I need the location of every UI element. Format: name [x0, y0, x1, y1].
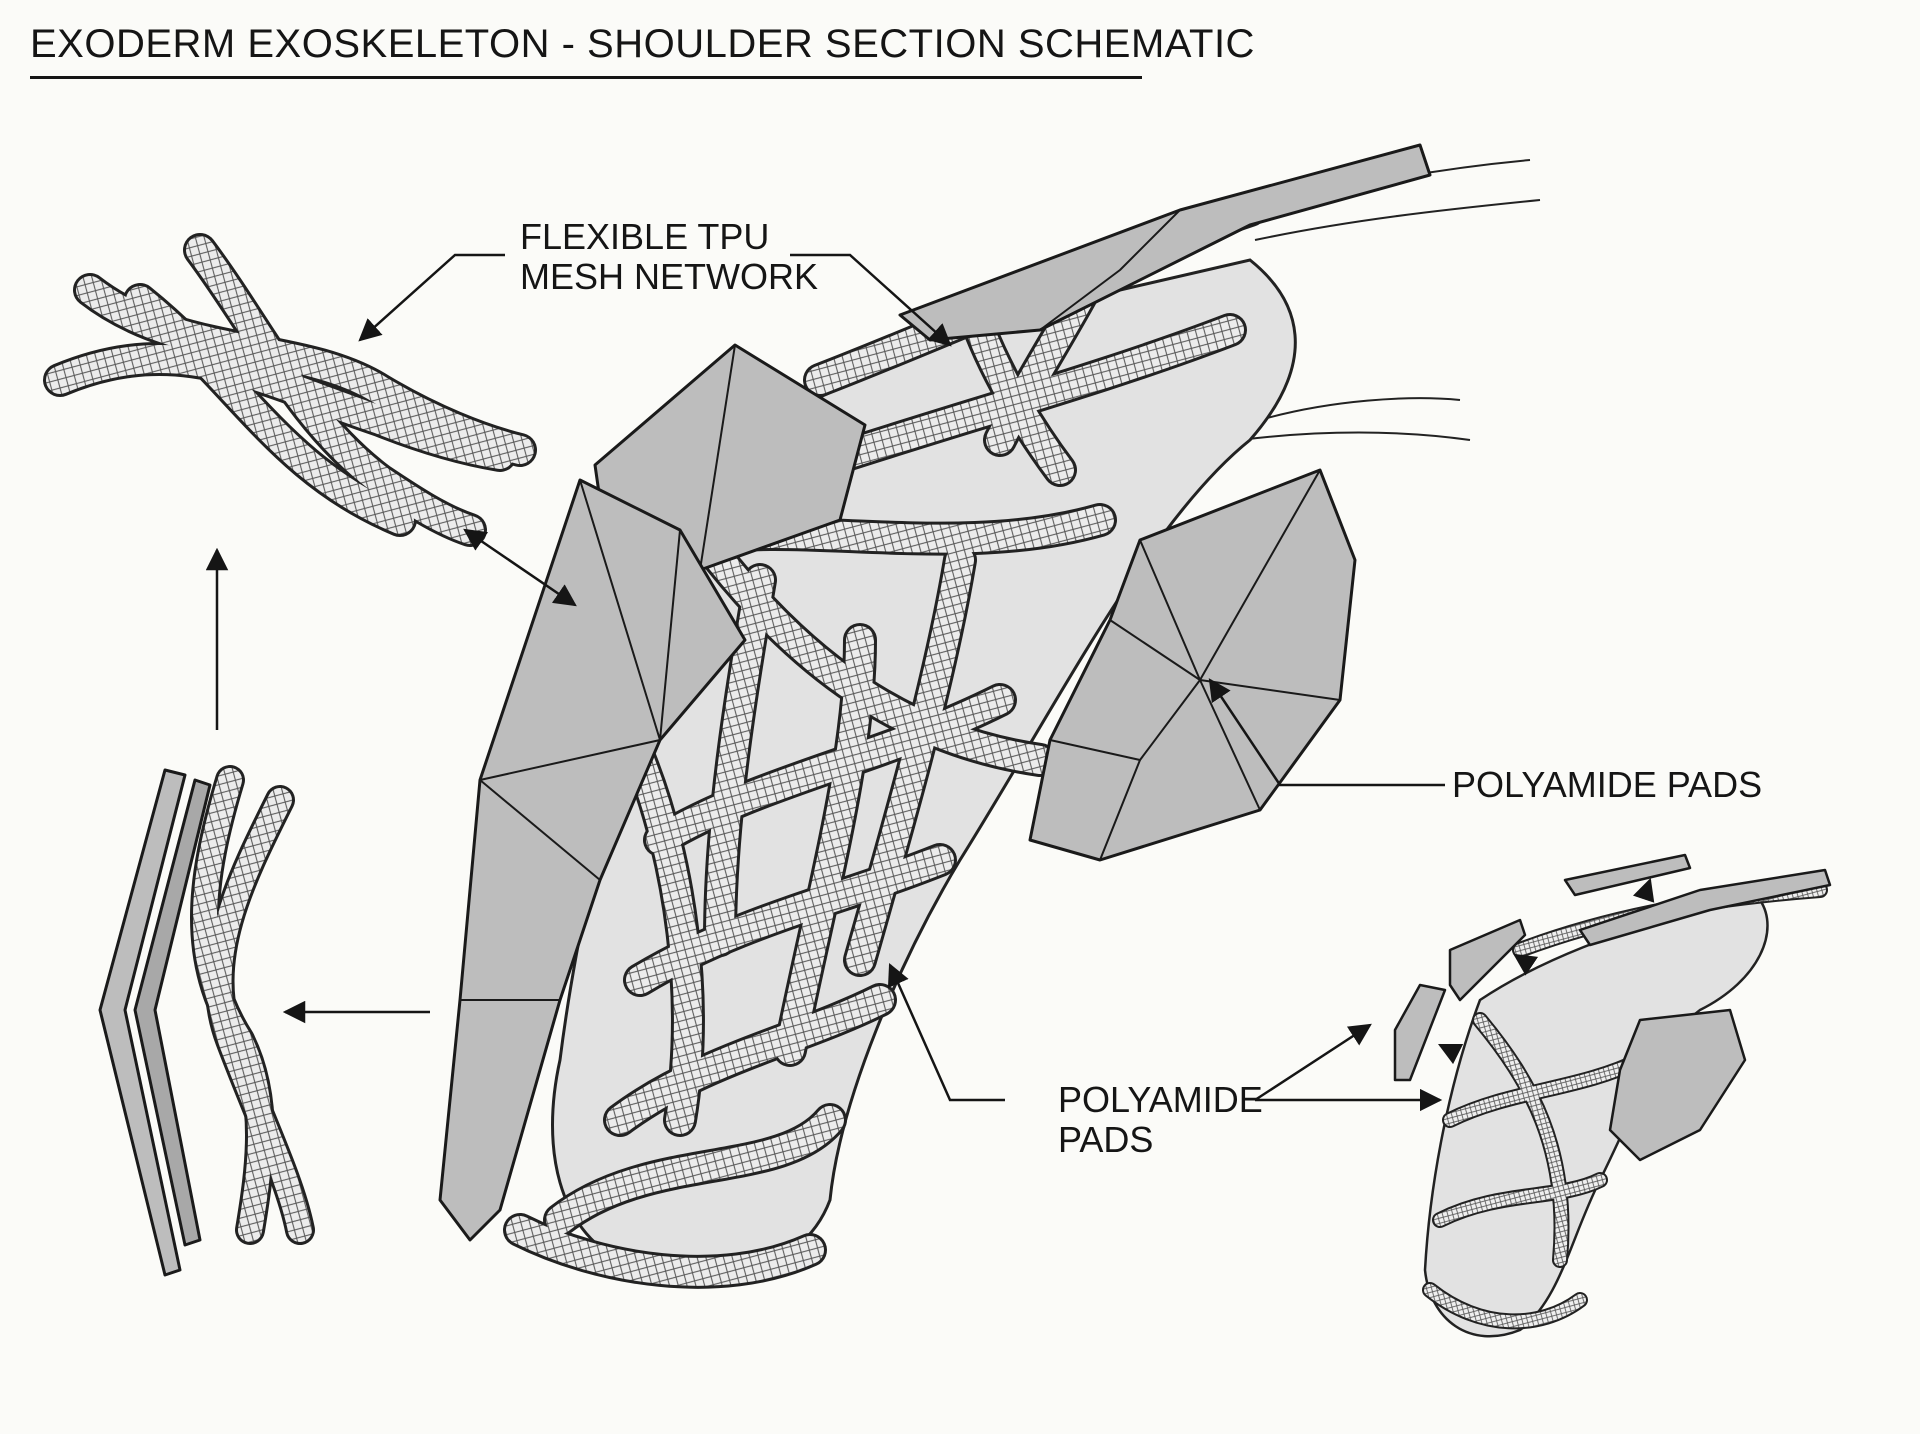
tpu-mesh-label-line2: MESH NETWORK	[520, 256, 819, 297]
title-underline	[30, 76, 1142, 79]
exploded-floating-pad-top	[1563, 853, 1692, 897]
main-shoulder-assembly	[438, 143, 1541, 1289]
left-side-pad	[438, 478, 747, 1242]
polyamide-lower-leader-main	[887, 962, 1005, 1102]
polyamide-lower-leader-exploded-a	[1254, 1023, 1372, 1102]
exploded-right-pad	[1608, 1008, 1747, 1162]
exploded-arrow-3	[1437, 1043, 1464, 1065]
exploded-top-plate	[1578, 868, 1832, 947]
polyamide-pads-label-lower: POLYAMIDE PADS	[1058, 1080, 1263, 1160]
closeup-link-arrow	[463, 528, 577, 607]
tpu-leader-left	[358, 253, 505, 342]
top-pad-plate	[898, 143, 1432, 342]
mesh-closeup-detail	[43, 233, 537, 547]
exploded-floating-pad-lower	[1393, 983, 1447, 1082]
section-profile-detail	[98, 765, 315, 1277]
polyamide-pads-label-lower-line1: POLYAMIDE	[1058, 1079, 1263, 1120]
polyamide-pads-label-upper: POLYAMIDE PADS	[1452, 764, 1763, 805]
right-polyamide-pad	[1028, 468, 1357, 862]
exploded-arrow-1	[1632, 877, 1655, 903]
polyamide-upper-leader	[1208, 678, 1445, 787]
leader-lines	[205, 253, 1655, 1112]
tpu-mesh-label: FLEXIBLE TPU MESH NETWORK	[520, 217, 818, 297]
tpu-mesh-label-line1: FLEXIBLE TPU	[520, 216, 770, 257]
page-title: EXODERM EXOSKELETON - SHOULDER SECTION S…	[30, 22, 1255, 66]
tpu-leader-right	[790, 253, 952, 347]
exploded-view-detail	[1393, 853, 1832, 1338]
exploded-arrow-2	[1513, 953, 1539, 976]
polyamide-pads-label-lower-line2: PADS	[1058, 1119, 1154, 1160]
exploded-floating-pad-left	[1448, 918, 1527, 1002]
